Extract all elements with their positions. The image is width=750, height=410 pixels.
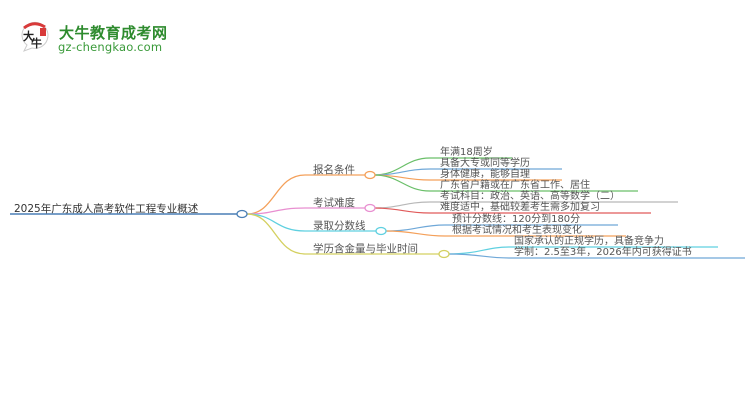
- leaf-study-duration[interactable]: 学制：2.5至3年，2026年内可获得证书: [514, 247, 692, 258]
- svg-text:大: 大: [23, 29, 34, 43]
- branch-exam-difficulty[interactable]: 考试难度: [313, 197, 355, 209]
- logo-title: 大牛教育成考网: [59, 24, 168, 42]
- leaf-health-requirement[interactable]: 身体健康，能够自理: [440, 169, 530, 180]
- logo-url: gz-chengkao.com: [58, 40, 163, 54]
- logo-badge-icon: 大 牛: [21, 21, 49, 52]
- leaf-education-requirement[interactable]: 具备大专或同等学历: [440, 158, 530, 169]
- leaf-difficulty-note[interactable]: 难度适中，基础较差考生需多加复习: [440, 202, 600, 213]
- branch-degree-value-graduation[interactable]: 学历含金量与毕业时间: [313, 243, 418, 255]
- leaf-residence-requirement[interactable]: 广东省户籍或在广东省工作、居住: [440, 180, 590, 191]
- leaf-age-requirement[interactable]: 年满18周岁: [440, 147, 493, 158]
- leaf-recognized-degree[interactable]: 国家承认的正规学历，具备竞争力: [514, 236, 664, 247]
- svg-text:牛: 牛: [31, 36, 42, 50]
- leaf-exam-subjects[interactable]: 考试科目：政治、英语、高等数学（二）: [440, 191, 620, 202]
- branch-registration-conditions[interactable]: 报名条件: [313, 164, 355, 176]
- leaf-expected-score[interactable]: 预计分数线：120分到180分: [452, 214, 581, 225]
- site-logo[interactable]: 大 牛 大牛教育成考网 gz-chengkao.com: [18, 18, 218, 58]
- branch-admission-score[interactable]: 录取分数线: [313, 220, 366, 232]
- leaf-score-variation[interactable]: 根据考试情况和考生表现变化: [452, 225, 582, 236]
- mindmap-root[interactable]: 2025年广东成人高考软件工程专业概述: [14, 203, 199, 215]
